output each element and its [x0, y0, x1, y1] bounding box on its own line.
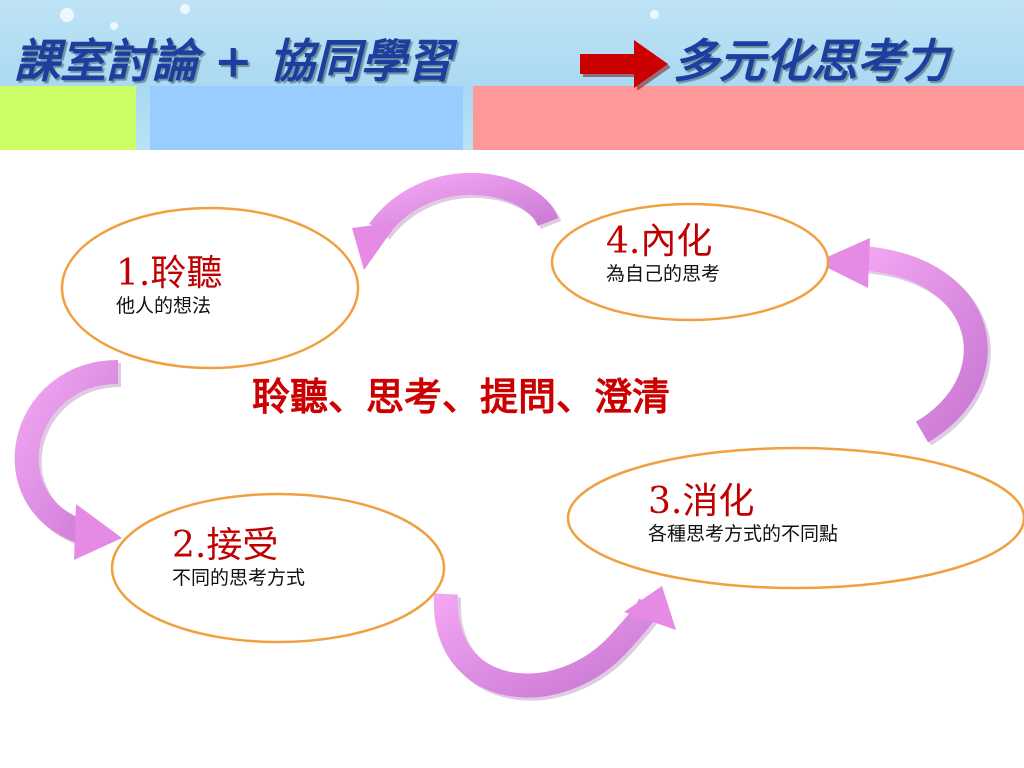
sparkle-decoration: [180, 4, 190, 14]
cycle-diagram: [14, 173, 1024, 701]
step-4-ellipse: [550, 202, 830, 322]
cycle-arrow-3-to-4: [816, 238, 991, 446]
sparkle-decoration: [60, 8, 74, 22]
step-3-title: 3.消化: [648, 481, 755, 522]
step-2-text: 2.接受 不同的思考方式: [172, 526, 305, 590]
step-4-text: 4.內化 為自己的思考: [606, 222, 720, 286]
step-3-text: 3.消化 各種思考方式的不同點: [648, 482, 838, 546]
step-1-ellipse: [60, 206, 360, 370]
center-label: 聆聽、思考、提問、澄清: [252, 374, 671, 419]
step-2-title: 2.接受: [172, 525, 279, 566]
step-1-title: 1.聆聽: [116, 253, 223, 294]
cycle-arrow-1-to-2: [14, 360, 122, 560]
sparkle-decoration: [650, 10, 659, 19]
step-3-subtitle: 各種思考方式的不同點: [648, 522, 839, 545]
title-left: 課室討論 + 協同學習: [14, 34, 453, 88]
step-1-text: 1.聆聽 他人的想法: [116, 254, 222, 318]
step-2-subtitle: 不同的思考方式: [172, 566, 306, 589]
title-right: 多元化思考力: [673, 34, 949, 88]
step-4-subtitle: 為自己的思考: [606, 262, 721, 285]
header-band-blue: [150, 86, 463, 150]
step-3-ellipse: [566, 446, 1024, 590]
right-arrow-icon: [580, 40, 670, 90]
sparkle-decoration: [110, 22, 118, 30]
cycle-arrow-2-to-3: [433, 586, 676, 701]
step-1-subtitle: 他人的想法: [116, 294, 212, 317]
cycle-arrow-4-to-1: [352, 173, 562, 270]
header-band-green: [0, 86, 136, 150]
step-4-title: 4.內化: [606, 221, 713, 262]
step-2-ellipse: [110, 492, 446, 644]
header-band-pink: [473, 86, 1024, 150]
header-banner: 課室討論 + 協同學習 多元化思考力: [0, 0, 1024, 150]
